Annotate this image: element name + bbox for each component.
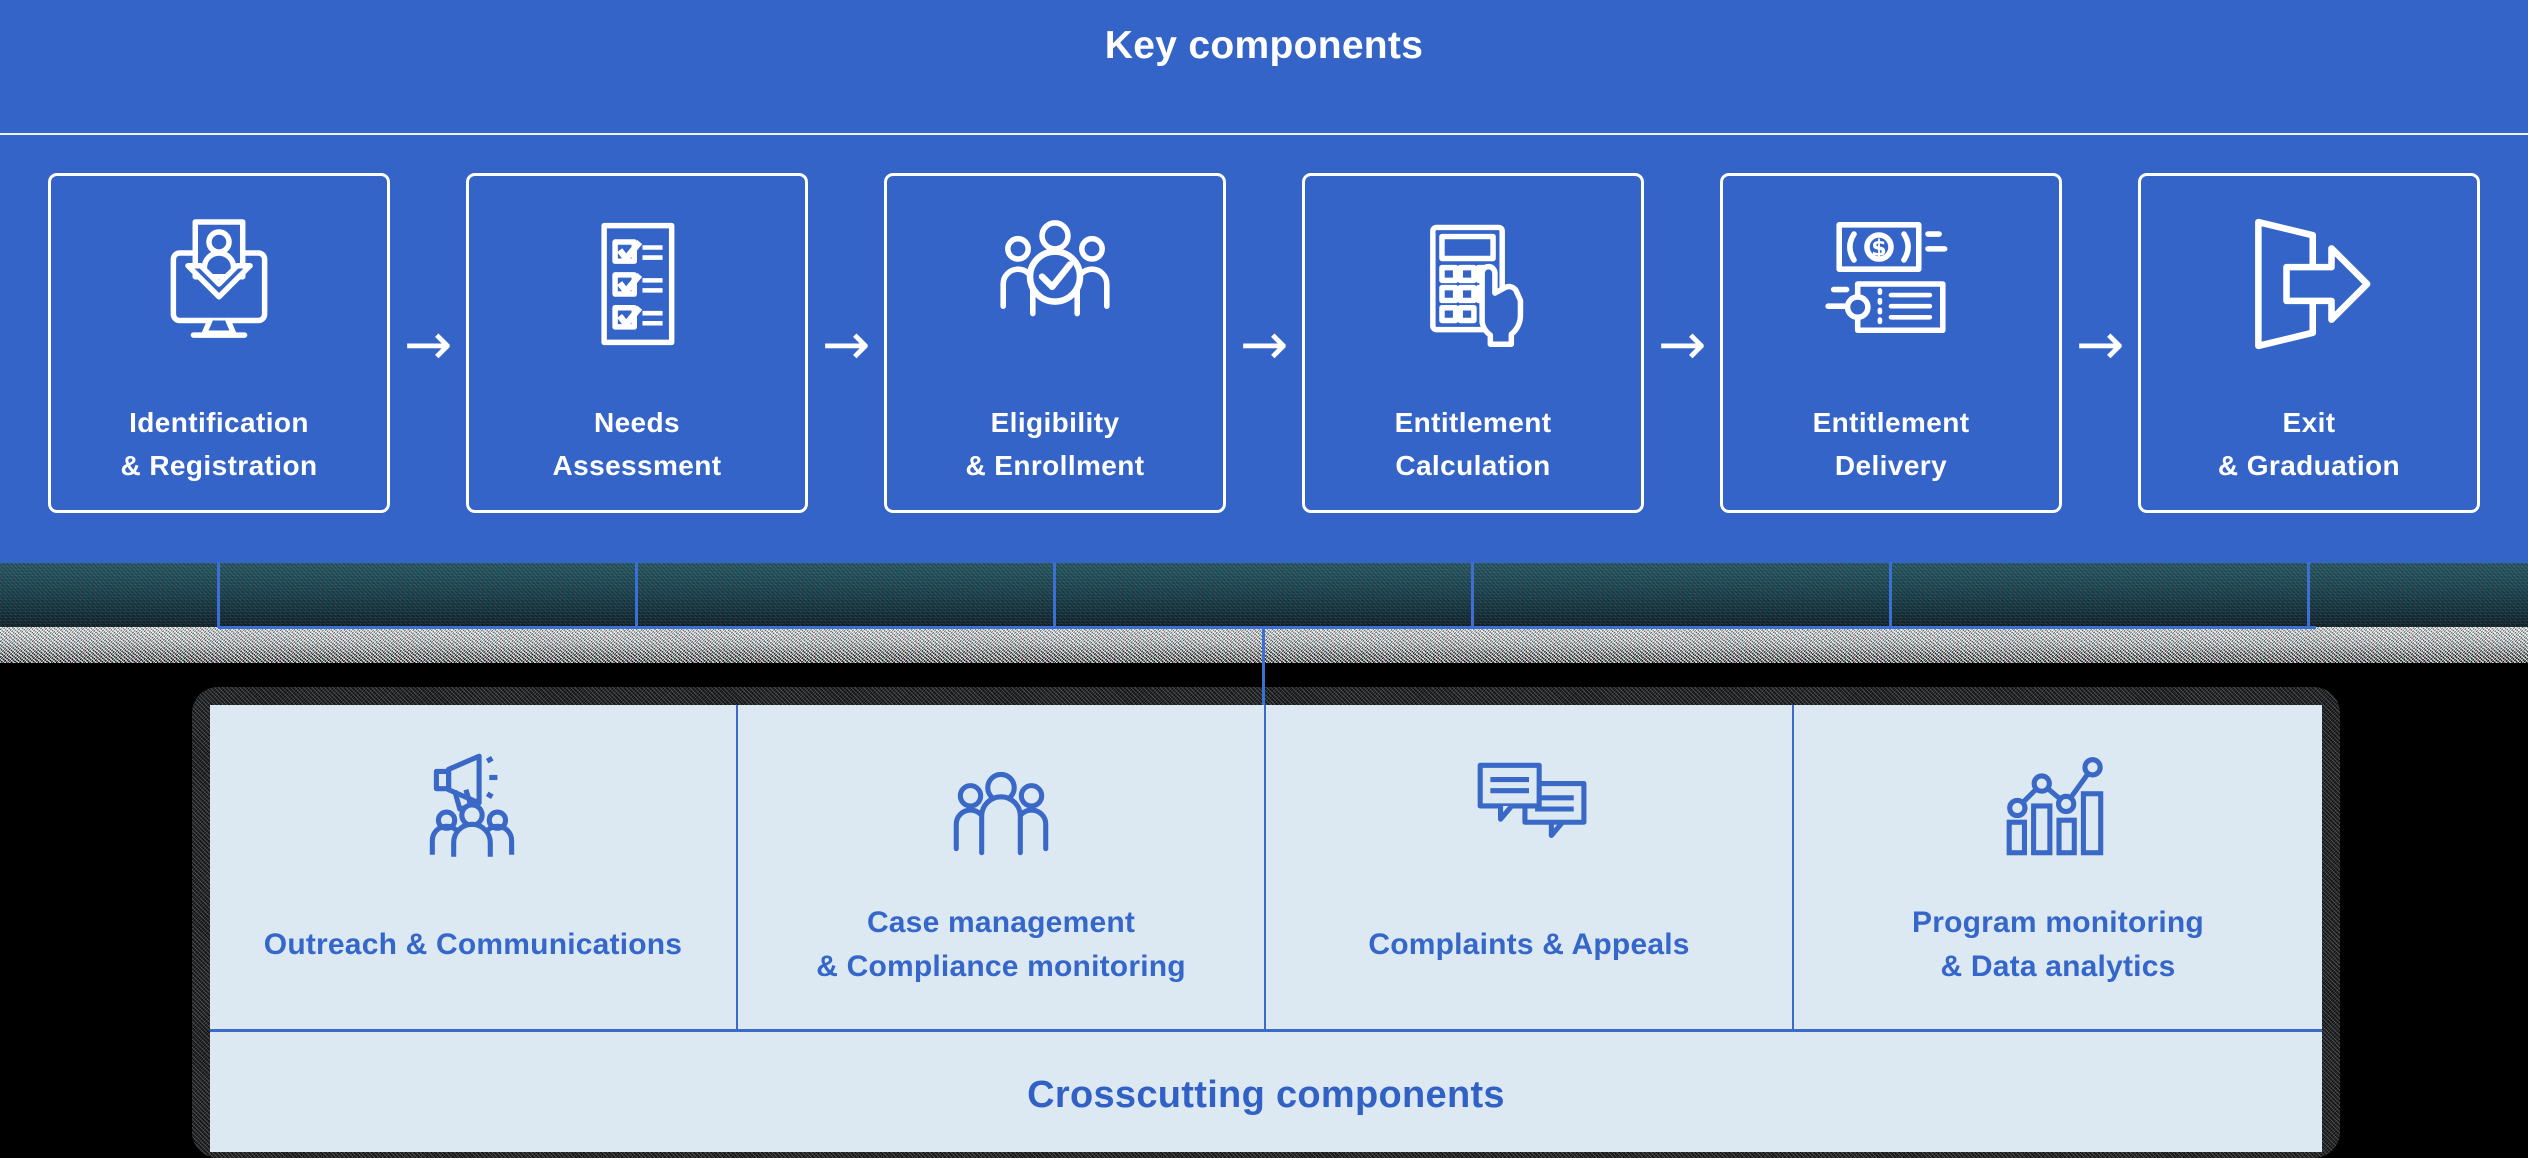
flow-arrow: → (821, 310, 871, 378)
crosscutting-label: Outreach & Communications (263, 928, 683, 961)
people-group-icon (953, 771, 1049, 856)
crosscutting-panel: Outreach & Communications Case managemen… (210, 705, 2322, 1152)
megaphone-people-icon (429, 753, 515, 857)
key-component-label: Eligibility & Enrollment (965, 407, 1145, 481)
crosscutting-cell-outreach-communications: Outreach & Communications (210, 705, 738, 1029)
connector-center-drop (1262, 626, 1265, 710)
key-components-band: Key components Identification & Registra… (0, 0, 2528, 563)
crosscutting-cell-case-management: Case management & Compliance monitoring (738, 705, 1266, 1029)
chat-bubbles-icon (1477, 762, 1587, 838)
crosscutting-label: Case management & Compliance monitoring (816, 906, 1186, 983)
cash-voucher-icon: $ (1825, 222, 1948, 334)
flow-arrow: → (1657, 310, 1707, 378)
connector-bus-line (218, 626, 2316, 629)
people-check-icon (1000, 220, 1110, 317)
key-component-box-identification-registration: Identification & Registration (48, 173, 390, 513)
connector-line (1471, 562, 1474, 628)
crosscutting-label: Program monitoring & Data analytics (1912, 906, 2204, 983)
crosscutting-footer: Crosscutting components (210, 1032, 2322, 1152)
connector-line (2307, 562, 2310, 628)
calculator-hand-icon (1430, 224, 1524, 347)
crosscutting-label: Complaints & Appeals (1368, 928, 1690, 961)
connector-line (1053, 562, 1056, 628)
exit-door-arrow-icon (2255, 218, 2371, 350)
crosscutting-grid: Outreach & Communications Case managemen… (210, 705, 2322, 1032)
title-divider-line (0, 133, 2528, 135)
monitor-person-download-icon (170, 219, 268, 338)
key-component-label: Entitlement Delivery (1812, 407, 1970, 481)
flow-arrow: → (403, 310, 453, 378)
key-component-label: Identification & Registration (120, 407, 318, 481)
noise-gradient-band (0, 563, 2528, 627)
key-component-label: Exit & Graduation (2217, 407, 2401, 481)
flow-arrow: → (2075, 310, 2125, 378)
key-component-box-eligibility-enrollment: Eligibility & Enrollment (884, 173, 1226, 513)
key-component-box-entitlement-calculation: Entitlement Calculation (1302, 173, 1644, 513)
crosscutting-title: Crosscutting components (1027, 1073, 1505, 1116)
key-component-box-exit-graduation: Exit & Graduation (2138, 173, 2480, 513)
crosscutting-cell-program-monitoring: Program monitoring & Data analytics (1794, 705, 2322, 1029)
bar-chart-trend-icon (2006, 757, 2104, 856)
key-component-box-entitlement-delivery: $ Entitlement Delivery (1720, 173, 2062, 513)
connector-line (217, 562, 220, 628)
key-component-label: Needs Assessment (552, 407, 722, 481)
connector-line (635, 562, 638, 628)
flow-arrow: → (1239, 310, 1289, 378)
key-component-box-needs-assessment: Needs Assessment (466, 173, 808, 513)
key-component-label: Entitlement Calculation (1394, 407, 1552, 481)
svg-text:$: $ (1871, 235, 1886, 261)
crosscutting-cell-complaints-appeals: Complaints & Appeals (1266, 705, 1794, 1029)
key-components-title: Key components (1104, 24, 1424, 67)
connector-line (1889, 562, 1892, 628)
checklist-icon (601, 222, 675, 346)
